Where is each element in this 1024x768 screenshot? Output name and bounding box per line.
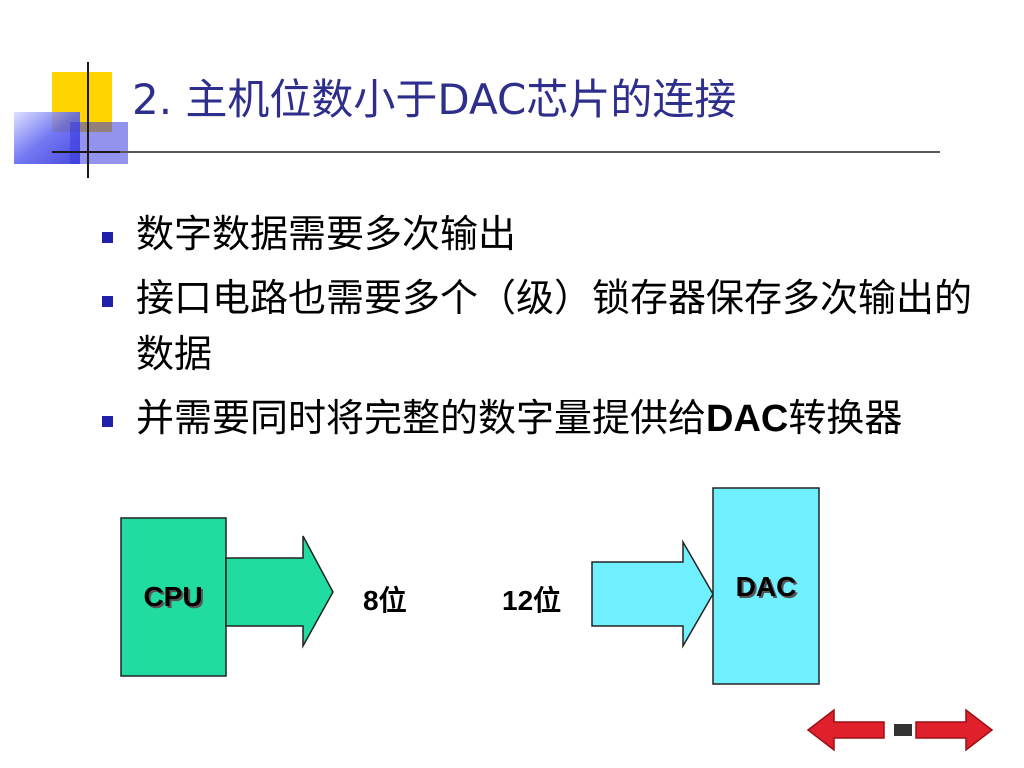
deco-blue-square-left <box>14 112 80 164</box>
cpu-label: CPU <box>143 581 202 612</box>
dac-label: DAC <box>736 571 797 602</box>
bullet-list: 数字数据需要多次输出 接口电路也需要多个（级）锁存器保存多次输出的数据 并需要同… <box>96 206 976 455</box>
bullet-item: 数字数据需要多次输出 <box>96 206 976 262</box>
deco-blue-square-right <box>70 122 128 164</box>
cpu-box <box>120 517 227 677</box>
nav-separator <box>894 724 912 736</box>
bus-arrow-12bit <box>591 539 714 649</box>
bus-arrow-8bit <box>225 535 334 649</box>
arrow-left-icon <box>806 708 885 752</box>
bullet-square-icon <box>102 296 113 307</box>
bullet-text: 接口电路也需要多个（级）锁存器保存多次输出的数据 <box>136 276 973 376</box>
slide-navigation <box>806 708 994 752</box>
bullet-text-tail: 转换器 <box>788 396 903 440</box>
bullet-square-icon <box>102 232 113 243</box>
prev-slide-button[interactable] <box>806 708 885 752</box>
bits-label-12: 12位 <box>502 584 561 616</box>
bullet-square-icon <box>102 416 113 427</box>
next-slide-button[interactable] <box>915 708 994 752</box>
connection-diagram: CPU CPU DAC DAC 8位 12位 <box>120 487 820 685</box>
slide-title: 2. 主机位数小于DAC芯片的连接 <box>132 75 737 124</box>
cpu-label-shadow: CPU <box>145 583 204 614</box>
bullet-item: 并需要同时将完整的数字量提供给DAC转换器 <box>96 390 976 447</box>
bullet-text: 数字数据需要多次输出 <box>136 212 517 256</box>
bullet-text: 并需要同时将完整的数字量提供给 <box>136 396 707 440</box>
dac-box <box>712 487 820 685</box>
bullet-item: 接口电路也需要多个（级）锁存器保存多次输出的数据 <box>96 270 976 382</box>
dac-label-shadow: DAC <box>738 573 799 604</box>
arrow-right-icon <box>915 708 994 752</box>
bullet-text-bold: DAC <box>706 398 789 440</box>
bits-label-8: 8位 <box>363 584 407 616</box>
header-decoration <box>14 62 940 178</box>
